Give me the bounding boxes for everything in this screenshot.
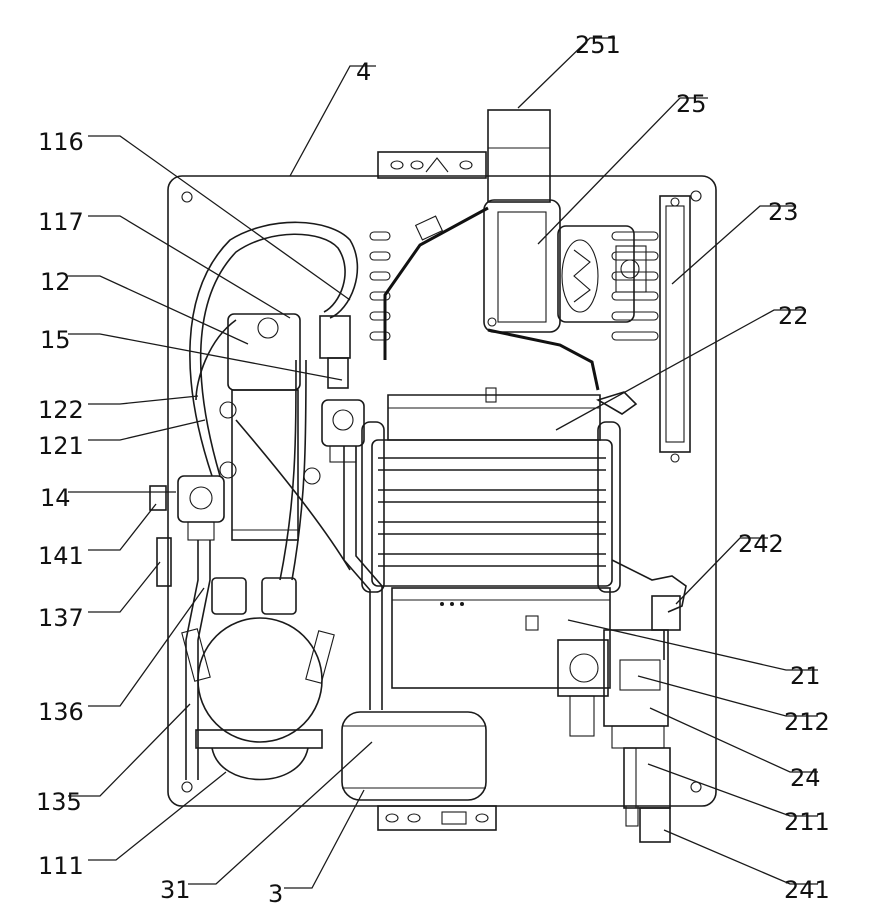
label-22: 22 [778,302,809,330]
collector-hood [385,208,636,440]
label-116: 116 [38,128,84,156]
bottom-bracket [378,806,496,830]
top-bracket [378,152,486,178]
label-121: 121 [38,432,84,460]
label-242: 242 [738,530,784,558]
label-24: 24 [790,764,821,792]
pump-assembly [220,314,350,540]
label-3: 3 [268,880,283,908]
part-137 [157,538,171,586]
label-23: 23 [768,198,799,226]
label-141: 141 [38,542,84,570]
label-14: 14 [40,484,71,512]
label-111: 111 [38,852,84,880]
label-25: 25 [676,90,707,118]
label-122: 122 [38,396,84,424]
hoses [186,222,382,780]
exhaust-pipe [488,110,550,202]
label-31: 31 [160,876,191,904]
label-15: 15 [40,326,71,354]
label-251: 251 [575,31,621,59]
label-137: 137 [38,604,84,632]
label-241: 241 [784,876,830,904]
label-12: 12 [40,268,71,296]
side-rail [660,196,690,462]
gas-valve-assembly [558,630,670,842]
heat-exchanger-fins [370,232,658,340]
label-117: 117 [38,208,84,236]
heat-exchanger-coils [362,422,620,592]
label-211: 211 [784,808,830,836]
tank-3 [342,712,486,800]
label-135: 135 [36,788,82,816]
burner-box [392,588,610,688]
valve-14 [150,476,224,540]
label-136: 136 [38,698,84,726]
label-21: 21 [790,662,821,690]
label-4: 4 [356,58,371,86]
label-212: 212 [784,708,830,736]
valve-15 [322,400,364,462]
